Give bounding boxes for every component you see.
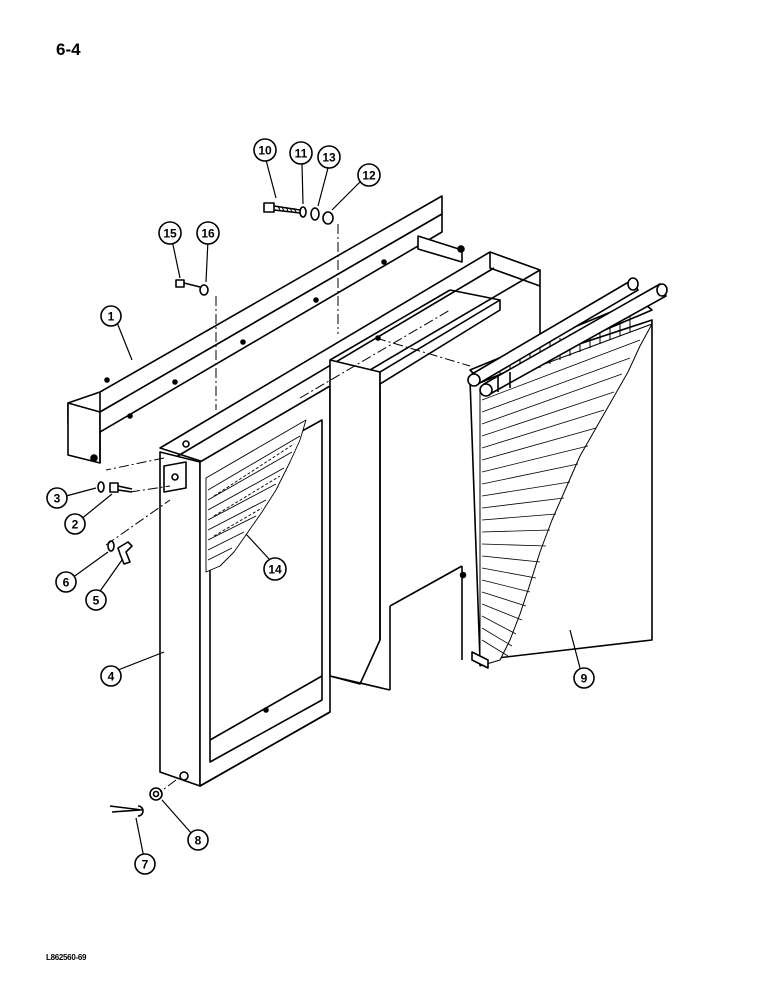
callout-6: 6 xyxy=(55,571,77,593)
figure-code: L862560-69 xyxy=(46,953,87,962)
svg-text:7: 7 xyxy=(142,858,149,872)
callout-11: 11 xyxy=(289,141,313,165)
callout-12: 12 xyxy=(357,163,381,187)
callout-3: 3 xyxy=(46,487,68,509)
callout-4: 4 xyxy=(100,665,122,687)
callout-9: 9 xyxy=(573,667,595,689)
callout-15: 15 xyxy=(158,221,182,245)
svg-text:9: 9 xyxy=(581,672,588,686)
svg-text:3: 3 xyxy=(54,492,61,506)
svg-text:2: 2 xyxy=(72,518,79,532)
svg-text:4: 4 xyxy=(108,670,115,684)
center-divider xyxy=(329,289,501,691)
callout-leaders xyxy=(65,159,581,859)
svg-text:1: 1 xyxy=(108,310,115,324)
top-bracket xyxy=(67,195,443,464)
cooler-core xyxy=(467,277,668,669)
callout-markers: 1 2 3 4 5 6 7 8 xyxy=(46,138,595,875)
callout-8: 8 xyxy=(187,829,209,851)
callout-7: 7 xyxy=(134,853,156,875)
hardware xyxy=(97,202,334,817)
svg-text:14: 14 xyxy=(268,563,282,577)
callout-13: 13 xyxy=(317,145,341,169)
callout-2: 2 xyxy=(64,513,86,535)
page-number: 6-4 xyxy=(56,40,81,59)
fin-mesh xyxy=(205,419,307,573)
svg-text:16: 16 xyxy=(201,227,215,241)
svg-text:6: 6 xyxy=(63,576,70,590)
callout-16: 16 xyxy=(196,221,220,245)
svg-text:5: 5 xyxy=(93,594,100,608)
callout-1: 1 xyxy=(100,305,122,327)
callout-10: 10 xyxy=(253,138,277,162)
callout-14: 14 xyxy=(263,557,287,581)
svg-text:11: 11 xyxy=(295,147,308,161)
shroud-rear-frame xyxy=(159,235,541,660)
svg-text:10: 10 xyxy=(258,144,272,158)
svg-text:13: 13 xyxy=(322,151,336,165)
svg-text:15: 15 xyxy=(163,227,177,241)
callout-5: 5 xyxy=(85,589,107,611)
assembly-lines xyxy=(105,224,471,793)
svg-text:12: 12 xyxy=(362,169,376,183)
svg-text:8: 8 xyxy=(195,834,202,848)
